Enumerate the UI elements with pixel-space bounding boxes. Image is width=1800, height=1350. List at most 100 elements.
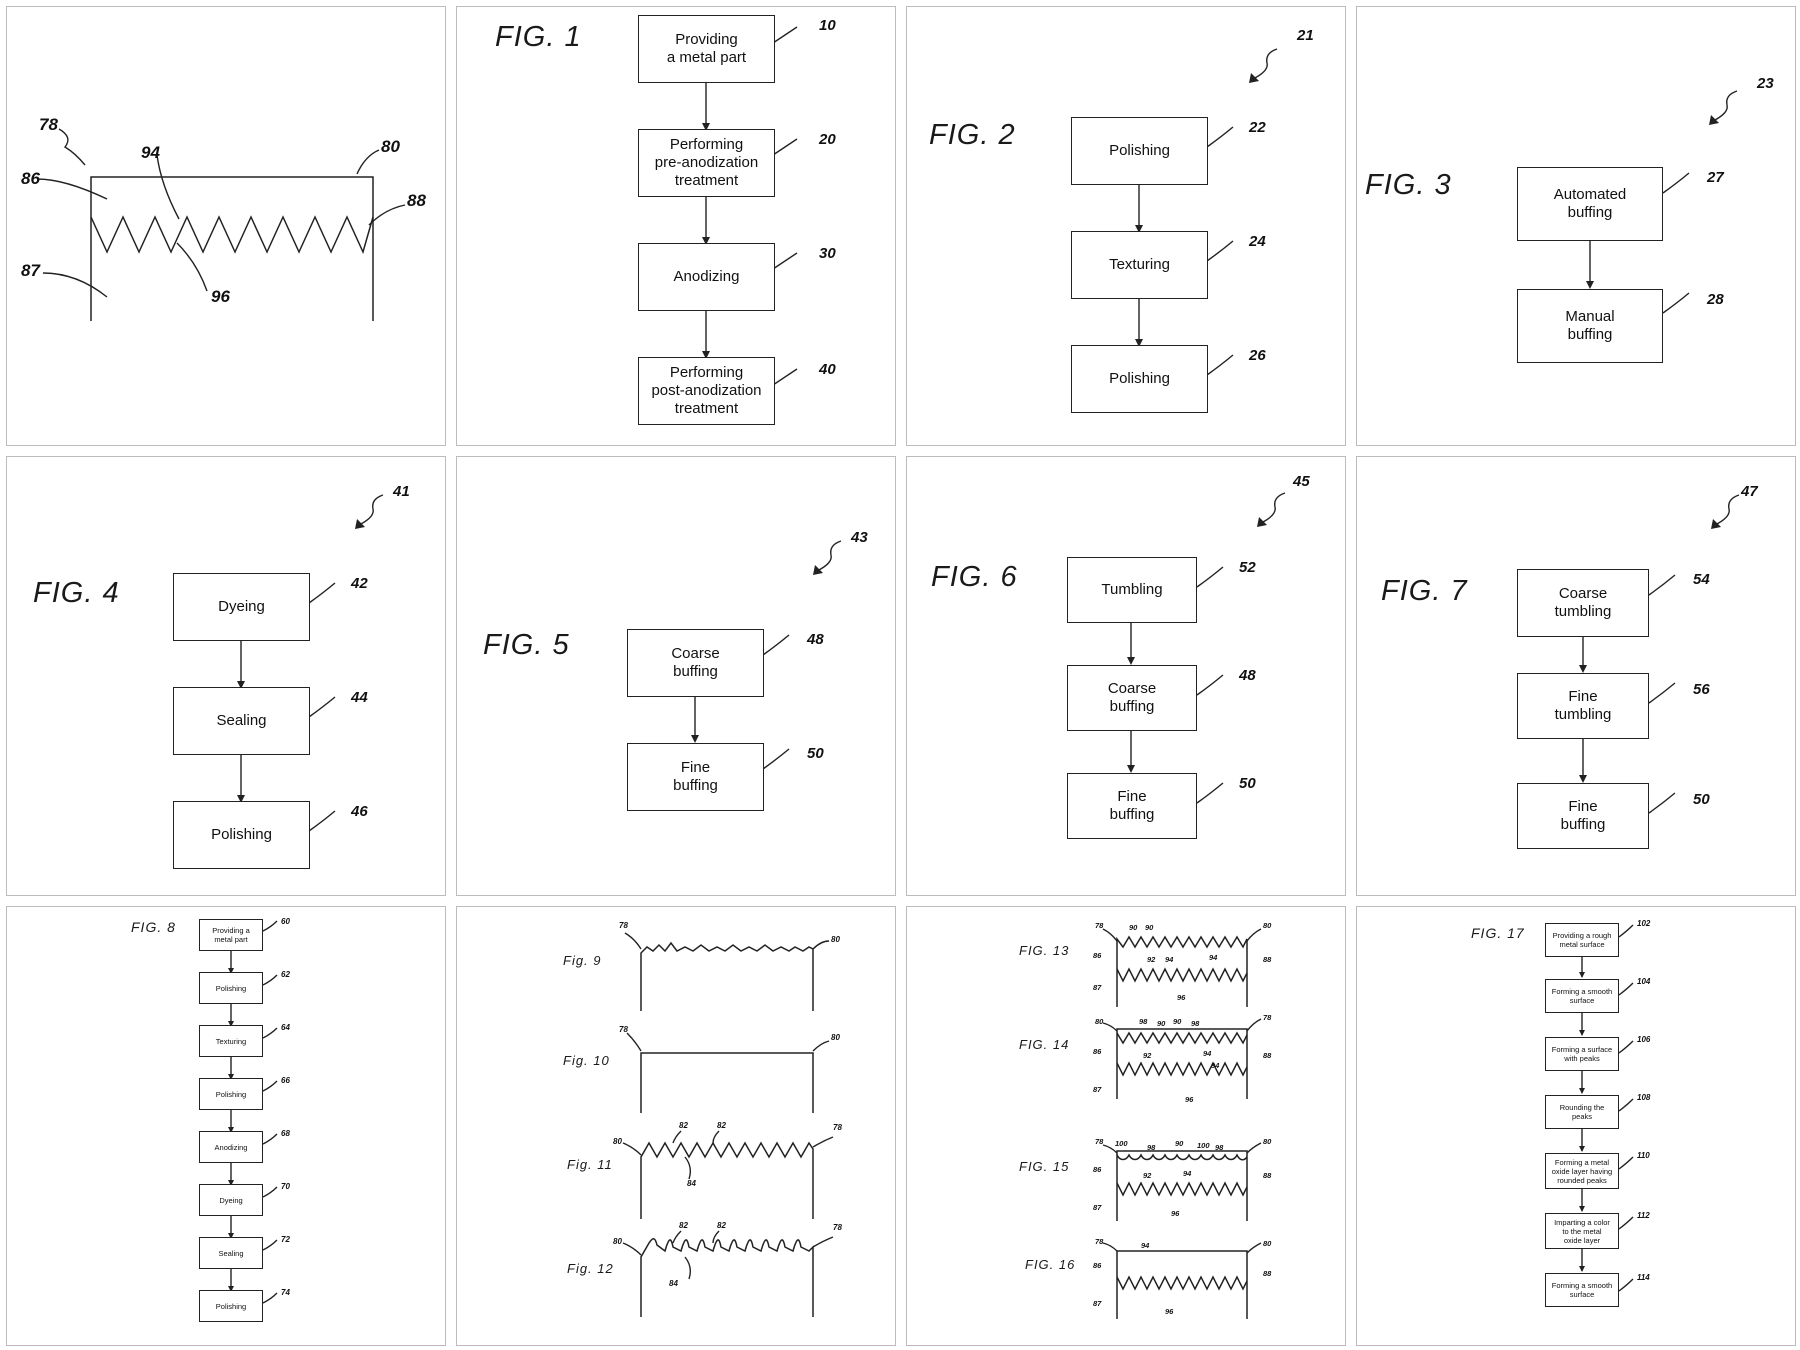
- flow-box: Texturing: [1071, 231, 1208, 299]
- ref-label: 80: [1095, 1017, 1104, 1026]
- leader-86: [36, 178, 108, 200]
- flow-box: Imparting a color to the metal oxide lay…: [1545, 1213, 1619, 1249]
- ref-label: 30: [819, 245, 836, 262]
- ref-label: 86: [1093, 1165, 1102, 1174]
- ref-label: 20: [819, 131, 836, 148]
- ref-label: 10: [819, 17, 836, 34]
- flow-box: Sealing: [199, 1237, 263, 1269]
- flow-box: Fine tumbling: [1517, 673, 1649, 739]
- figure-title: FIG. 17: [1471, 925, 1525, 941]
- ref-label: 88: [1263, 1171, 1272, 1180]
- flow-box: Automated buffing: [1517, 167, 1663, 241]
- panel-fig-17: FIG. 17 Providing a rough metal surface …: [1356, 906, 1796, 1346]
- panel-fig-1: FIG. 1 Providing a metal part Performing…: [456, 6, 896, 446]
- figure-title: Fig. 12: [567, 1261, 614, 1276]
- ref-label: 96: [1171, 1209, 1180, 1218]
- ref-label: 78: [1095, 1137, 1104, 1146]
- flow-box: Texturing: [199, 1025, 263, 1057]
- ref-label: 94: [1165, 955, 1174, 964]
- ref-label: 47: [1741, 483, 1758, 500]
- ref-label: 82: [679, 1221, 688, 1230]
- ref-label: 80: [1263, 921, 1272, 930]
- ref-label: 87: [1093, 1085, 1102, 1094]
- ref-label: 92: [1143, 1051, 1152, 1060]
- panel-fig-9-12: Fig. 9 Fig. 10 Fig. 11 Fig. 12 78 80 78 …: [456, 906, 896, 1346]
- flow-box: Fine buffing: [627, 743, 764, 811]
- ref-label: 110: [1637, 1151, 1650, 1160]
- ref-label: 24: [1249, 233, 1266, 250]
- ref-label: 80: [1263, 1137, 1272, 1146]
- ref-label: 62: [281, 970, 290, 979]
- ref-label: 45: [1293, 473, 1310, 490]
- flow-box: Dyeing: [173, 573, 310, 641]
- ref-label: 78: [39, 115, 58, 134]
- fig-1-connectors: [702, 26, 798, 386]
- figure-title: FIG. 4: [33, 577, 120, 609]
- ref-label: 100: [1197, 1141, 1210, 1150]
- fig-8-connectors: [228, 920, 278, 1304]
- ref-label: 70: [281, 1182, 290, 1191]
- flow-box: Manual buffing: [1517, 289, 1663, 363]
- fig-3-connectors: [1586, 90, 1738, 314]
- flow-box: Anodizing: [638, 243, 775, 311]
- ref-label: 42: [351, 575, 368, 592]
- panel-fig-6: FIG. 6 Tumbling Coarse buffing Fine buff…: [906, 456, 1346, 896]
- flow-box: Performing post-anodization treatment: [638, 357, 775, 425]
- figure-title: Fig. 11: [567, 1157, 613, 1172]
- ref-label: 88: [1263, 955, 1272, 964]
- ref-label: 98: [1215, 1143, 1224, 1152]
- ref-label: 94: [1141, 1241, 1150, 1250]
- ref-label: 40: [819, 361, 836, 378]
- flow-box: Performing pre-anodization treatment: [638, 129, 775, 197]
- ref-label: 46: [351, 803, 368, 820]
- ref-label: 64: [281, 1023, 290, 1032]
- figure-title: FIG. 6: [931, 561, 1018, 593]
- ref-label: 22: [1249, 119, 1266, 136]
- leader-88: [368, 204, 406, 226]
- panel-fig-2: FIG. 2 Polishing Texturing Polishing 21 …: [906, 6, 1346, 446]
- fig-6-connectors: [1127, 492, 1286, 804]
- ref-label: 96: [1165, 1307, 1174, 1316]
- ref-label: 78: [1095, 1237, 1104, 1246]
- fig-17-connectors: [1579, 924, 1634, 1292]
- ref-label: 43: [851, 529, 868, 546]
- ref-label: 90: [1173, 1017, 1182, 1026]
- panel-fig-7: FIG. 7 Coarse tumbling Fine tumbling Fin…: [1356, 456, 1796, 896]
- flow-box: Tumbling: [1067, 557, 1197, 623]
- ref-label: 94: [1183, 1169, 1192, 1178]
- figure-title: Fig. 9: [563, 953, 602, 968]
- ref-label: 78: [1263, 1013, 1272, 1022]
- ref-label: 90: [1129, 923, 1138, 932]
- flow-box: Forming a surface with peaks: [1545, 1037, 1619, 1071]
- ref-label: 92: [1147, 955, 1156, 964]
- panel-enlarged-cross-section: 78 80 86 88 87 94 96: [6, 6, 446, 446]
- figure-title: FIG. 8: [131, 919, 176, 935]
- leader-96: [176, 242, 208, 292]
- figure-title: FIG. 2: [929, 119, 1016, 151]
- panel-fig-13-16: FIG. 13 FIG. 14 FIG. 15 FIG. 16 78 90 90…: [906, 906, 1346, 1346]
- panel-fig-3: FIG. 3 Automated buffing Manual buffing …: [1356, 6, 1796, 446]
- leader-80: [356, 149, 380, 175]
- flow-box: Dyeing: [199, 1184, 263, 1216]
- ref-label: 66: [281, 1076, 290, 1085]
- ref-label: 78: [1095, 921, 1104, 930]
- flow-box: Coarse buffing: [627, 629, 764, 697]
- ref-label: 48: [807, 631, 824, 648]
- ref-label: 50: [1239, 775, 1256, 792]
- figure-title: FIG. 7: [1381, 575, 1468, 607]
- ref-label: 87: [1093, 1203, 1102, 1212]
- leader-78: [58, 128, 86, 166]
- cross-section-drawing: [36, 128, 406, 321]
- flow-box: Polishing: [1071, 345, 1208, 413]
- flow-box: Coarse buffing: [1067, 665, 1197, 731]
- ref-label: 87: [1093, 1299, 1102, 1308]
- ref-label: 78: [833, 1223, 842, 1232]
- ref-label: 56: [1693, 681, 1710, 698]
- ref-label: 21: [1297, 27, 1314, 44]
- figure-title: Fig. 10: [563, 1053, 610, 1068]
- ref-label: 68: [281, 1129, 290, 1138]
- flow-box: Providing a metal part: [638, 15, 775, 83]
- ref-label: 94: [1209, 953, 1218, 962]
- ref-label: 44: [351, 689, 368, 706]
- panel-fig-8: FIG. 8 Providing a metal part Polishing …: [6, 906, 446, 1346]
